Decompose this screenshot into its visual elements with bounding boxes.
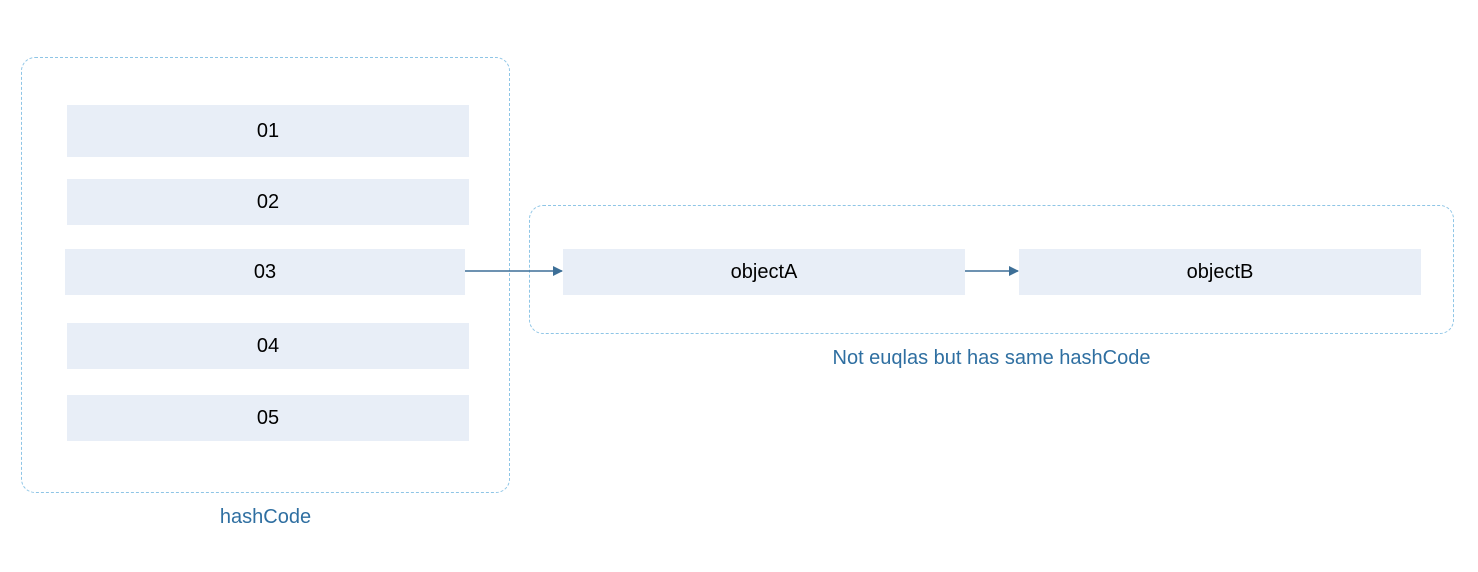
hashcode-bucket-container xyxy=(21,57,510,493)
hash-slot-03: 03 xyxy=(65,249,465,295)
collision-chain-container xyxy=(529,205,1454,334)
object-b-node: objectB xyxy=(1019,249,1421,295)
object-a-node: objectA xyxy=(563,249,965,295)
hash-slot-04: 04 xyxy=(67,323,469,369)
hashcode-caption: hashCode xyxy=(219,506,312,528)
hash-slot-05: 05 xyxy=(67,395,469,441)
collision-caption: Not euqlas but has same hashCode xyxy=(832,347,1151,369)
hash-slot-01: 01 xyxy=(67,105,469,157)
hash-slot-02: 02 xyxy=(67,179,469,225)
